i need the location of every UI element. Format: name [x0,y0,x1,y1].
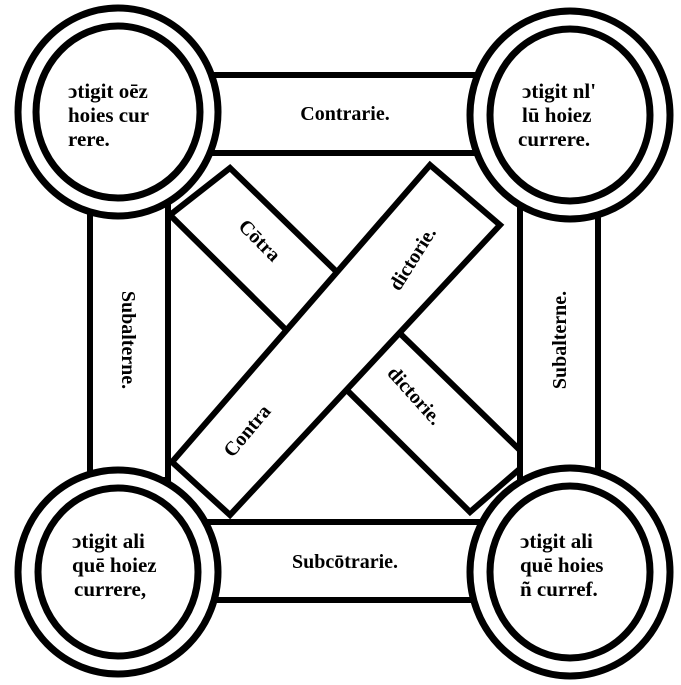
proposition-bottom-left: ↄtigit ali quē hoiez currere, [72,529,162,601]
circle-top-right [466,7,674,223]
top-band [197,72,493,156]
circle-bottom-right [466,464,674,680]
label-subcontrarie: Subcōtrarie. [292,551,398,573]
proposition-bottom-right: ↄtigit ali quē hoies ñ curref. [520,529,609,601]
label-subalterne-right: Subalterne. [549,291,571,389]
label-subalterne-left: Subalterne. [117,291,139,389]
circle-bottom-left [14,466,222,678]
diagonal-band-tr-bl [167,160,505,520]
circle-top-left [14,4,222,220]
bottom-band [197,519,493,603]
label-contrarie: Contrarie. [300,103,389,125]
proposition-top-left: ↄtigit oēz hoies cur rere. [68,79,154,151]
proposition-top-right: ↄtigit nl' lū hoiez currere. [518,79,601,151]
